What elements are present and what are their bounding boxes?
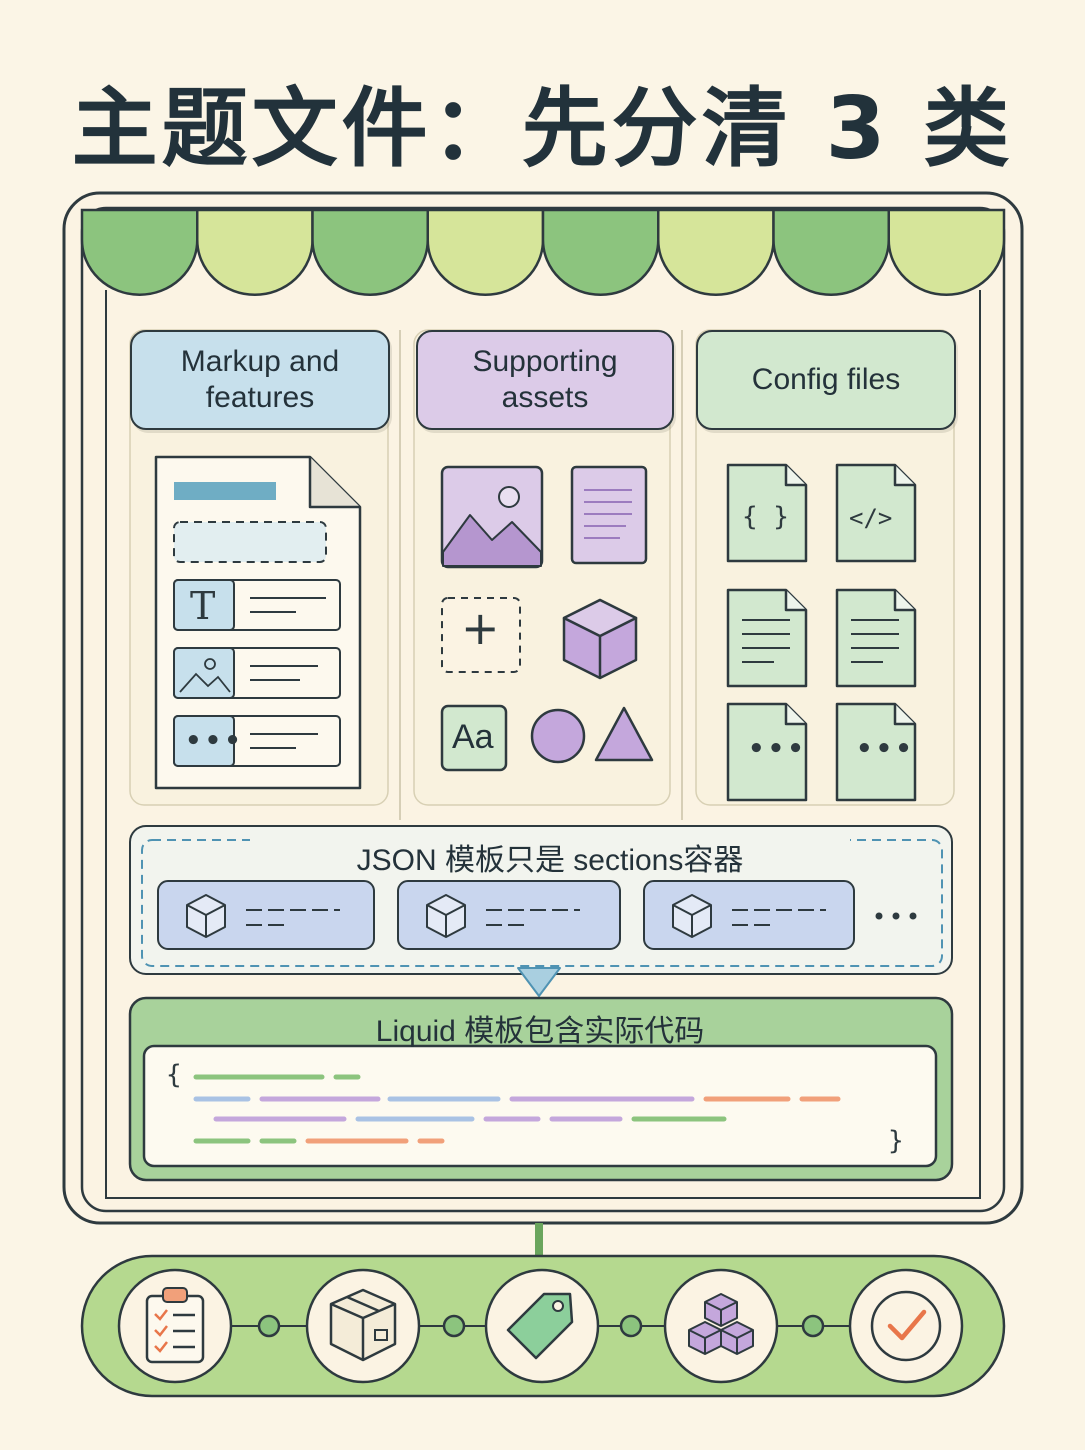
config-file-icon [726,463,808,563]
category-supporting-assets: Supporting assets [416,330,674,430]
category-label: Supporting assets [472,345,618,414]
stacked-cubes-icon [663,1268,779,1384]
font-asset-icon [440,704,508,772]
image-mountain-icon [179,672,231,693]
process-connector-dot [801,1314,825,1338]
code-file-glyph: </> [849,504,893,532]
document-icon [154,455,362,790]
config-file-icon [835,702,917,802]
awning-scallop [541,208,660,296]
circle-asset-icon [530,708,586,764]
config-file-icon [835,588,917,688]
section-card [643,880,855,950]
liquid-section-label: Liquid 模板包含实际代码 [375,1015,705,1048]
awning-scallop [887,208,1006,296]
more-file-glyph: ••• [856,734,915,764]
inner-frame [80,206,1006,1213]
checklist-icon [117,1268,233,1384]
process-connector-dot [619,1314,643,1338]
config-file-icon [726,702,808,802]
awning [80,208,1006,296]
section-card [157,880,375,950]
add-asset-icon [441,597,521,673]
page-title: 主题文件：先分清 3 类 [71,79,1014,179]
awning-scallop [80,208,199,296]
asset-image-icon [440,465,544,569]
asset-document-icon [570,465,648,565]
more-file-glyph: ••• [748,734,807,764]
awning-scallop [426,208,545,296]
code-panel [142,1044,938,1168]
json-file-glyph: { } [742,502,789,532]
down-arrow-icon [517,967,561,997]
plus-icon: + [461,601,500,655]
code-open-brace: { [166,1060,182,1090]
document-header-bar [174,482,276,500]
font-icon-label: Aa [452,718,494,756]
config-file-icon [835,463,917,563]
config-file-icon [726,588,808,688]
awning-scallop [657,208,775,296]
category-label: Config files [751,363,901,396]
text-icon: T [190,584,216,628]
document-placeholder [173,521,327,563]
category-config-files: Config files [696,330,956,430]
package-box-icon [305,1268,421,1384]
section-card [397,880,621,950]
awning-scallop [772,208,890,296]
category-markup-and-features: Markup and features [130,330,390,430]
awning-scallop [311,208,429,296]
category-label: Markup and features [180,345,340,414]
code-close-brace: } [888,1126,904,1156]
more-icon: ••• [185,726,244,756]
shop-wall [105,290,981,1199]
json-section-label: JSON 模板只是 sections容器 [250,835,850,879]
process-connector-dot [257,1314,281,1338]
price-tag-icon [484,1268,600,1384]
cube-asset-icon [562,598,638,680]
triangle-asset-icon [594,706,654,762]
checkmark-icon [848,1268,964,1384]
process-connector-dot [442,1314,466,1338]
image-sun-icon [204,658,216,670]
awning-scallop [196,208,314,296]
